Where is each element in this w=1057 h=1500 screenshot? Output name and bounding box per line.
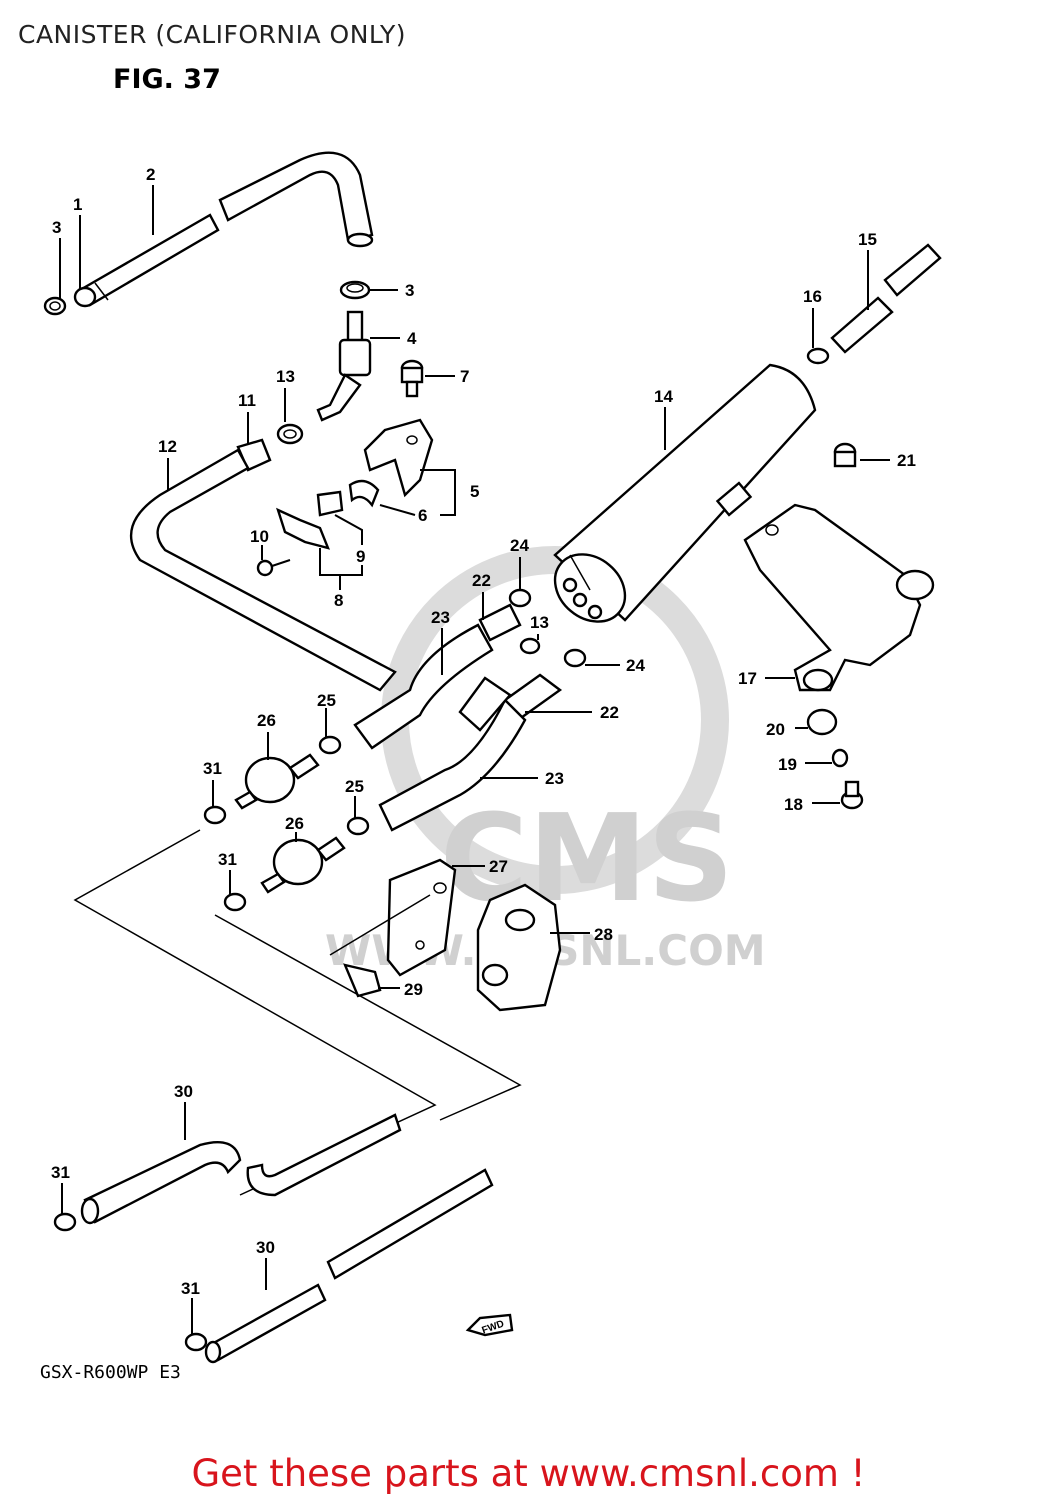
part-clamp-31d[interactable] (184, 1332, 208, 1352)
callout-25a: 25 (317, 691, 336, 710)
callout-18: 18 (784, 795, 803, 814)
watermark-brand: CMS (440, 790, 734, 929)
callout-22b: 22 (600, 703, 619, 722)
callout-31c: 31 (51, 1163, 70, 1182)
callout-20: 20 (766, 720, 785, 739)
part-collar-19[interactable] (831, 748, 849, 768)
callout-16: 16 (803, 287, 822, 306)
part-bolt-18[interactable] (840, 780, 864, 810)
callout-30a: 30 (174, 1082, 193, 1101)
callout-7: 7 (460, 367, 469, 386)
cta-link[interactable]: Get these parts at www.cmsnl.com ! (191, 1452, 866, 1495)
part-filter-26b[interactable] (260, 836, 346, 894)
part-clamp-3a[interactable] (43, 296, 67, 316)
page-title: CANISTER (CALIFORNIA ONLY) (18, 20, 407, 49)
callout-13a: 13 (276, 367, 295, 386)
callout-10: 10 (250, 527, 269, 546)
part-hose-1[interactable] (73, 213, 220, 308)
callout-17: 17 (738, 669, 757, 688)
part-bolt-29[interactable] (342, 963, 382, 998)
callout-8: 8 (334, 591, 343, 610)
part-valve-4[interactable] (316, 310, 372, 422)
callouts: 3 1 2 3 4 7 13 11 12 5 6 10 9 8 15 16 14… (51, 165, 916, 1298)
leader-lines (59, 185, 890, 1335)
callout-12: 12 (158, 437, 177, 456)
part-clamp-24a[interactable] (508, 588, 532, 608)
part-hose-15[interactable] (830, 243, 942, 354)
part-block-28[interactable] (476, 883, 562, 1012)
callout-3b: 3 (405, 281, 414, 300)
callout-26a: 26 (257, 711, 276, 730)
callout-26b: 26 (285, 814, 304, 833)
part-clamp-3b[interactable] (339, 280, 371, 300)
callout-9: 9 (356, 547, 365, 566)
callout-5: 5 (470, 482, 479, 501)
callout-24a: 24 (510, 536, 529, 555)
part-canister-14[interactable] (542, 363, 817, 635)
part-clamp-31a[interactable] (203, 805, 227, 825)
callout-30b: 30 (256, 1238, 275, 1257)
part-filter-26a[interactable] (234, 753, 320, 810)
part-clamp-24b[interactable] (563, 648, 587, 668)
part-hose-30b[interactable] (204, 1168, 494, 1364)
callout-19: 19 (778, 755, 797, 774)
callout-6: 6 (418, 506, 427, 525)
fwd-arrow-icon: FWD (465, 1313, 514, 1337)
part-clamp-13b[interactable] (519, 637, 541, 655)
part-clamp-31c[interactable] (53, 1212, 77, 1232)
callout-3a: 3 (52, 218, 61, 237)
callout-11: 11 (238, 391, 256, 410)
part-hose-22-23b[interactable] (378, 673, 563, 832)
callout-23b: 23 (545, 769, 564, 788)
part-hose-11-12[interactable] (130, 438, 397, 692)
callout-25b: 25 (345, 777, 364, 796)
part-screw-10[interactable] (256, 559, 291, 577)
callout-4: 4 (407, 329, 417, 348)
part-clamp-25a[interactable] (318, 735, 342, 755)
part-hose-2[interactable] (218, 151, 374, 248)
callout-13b: 13 (530, 613, 549, 632)
part-clamp-16[interactable] (806, 347, 830, 365)
callout-1: 1 (73, 195, 82, 214)
figure-label: FIG. 37 (113, 64, 221, 95)
part-clamp-25b[interactable] (346, 816, 370, 836)
callout-29: 29 (404, 980, 423, 999)
callout-14: 14 (654, 387, 673, 406)
part-clip-6[interactable] (348, 479, 380, 508)
part-bracket-5[interactable] (363, 418, 434, 498)
part-clamp-8[interactable] (276, 507, 330, 550)
callout-31b: 31 (218, 850, 237, 869)
callout-24b: 24 (626, 656, 645, 675)
part-bracket-27[interactable] (386, 858, 457, 977)
part-clamp-9[interactable] (316, 490, 344, 517)
part-bolt-21[interactable] (833, 442, 857, 468)
part-hose-30a[interactable] (80, 1113, 402, 1225)
part-bracket-17[interactable] (743, 503, 935, 692)
callout-31a: 31 (203, 759, 222, 778)
callout-23a: 23 (431, 608, 450, 627)
callout-22a: 22 (472, 571, 491, 590)
callout-31d: 31 (181, 1279, 200, 1298)
callout-2: 2 (146, 165, 155, 184)
callout-27: 27 (489, 857, 508, 876)
part-clamp-31b[interactable] (223, 892, 247, 912)
part-grommet-20[interactable] (806, 708, 838, 736)
callout-15: 15 (858, 230, 877, 249)
part-clamp-13a[interactable] (276, 423, 304, 445)
callout-21: 21 (897, 451, 916, 470)
model-label: GSX-R600WP E3 (40, 1362, 181, 1383)
callout-28: 28 (594, 925, 613, 944)
part-bolt-7[interactable] (400, 359, 424, 398)
